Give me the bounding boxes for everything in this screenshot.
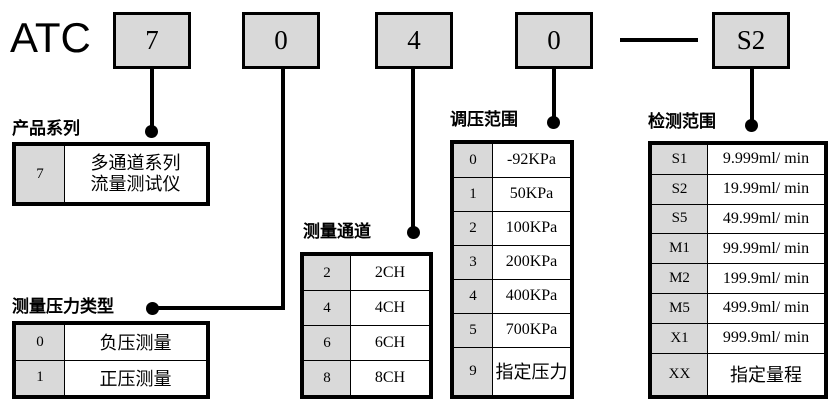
table-row: 9 指定压力 — [453, 346, 571, 397]
cell-desc: 9.999ml/ min — [707, 144, 825, 175]
cell-code: M2 — [651, 263, 708, 294]
cell-code: 7 — [15, 145, 65, 203]
table-channels: 2 2CH 4 4CH 6 6CH 8 8CH — [300, 252, 433, 399]
connector-line-channels — [411, 66, 415, 232]
connector-dot-channels — [407, 226, 420, 239]
cell-code: 1 — [15, 359, 65, 396]
table-row: XX 指定量程 — [651, 352, 825, 397]
table-row: 0 负压测量 — [15, 324, 207, 361]
cell-desc: 19.99ml/ min — [707, 173, 825, 205]
table-row: S2 19.99ml/ min — [651, 173, 825, 205]
cell-code: S1 — [651, 144, 708, 175]
cell-code: M1 — [651, 233, 708, 265]
connector-line-pressure-type-vertical — [281, 66, 285, 310]
cell-desc: 6CH — [350, 325, 430, 361]
table-row: 3 200KPa — [453, 244, 571, 280]
cell-desc: 99.99ml/ min — [707, 233, 825, 265]
table-row: S1 9.999ml/ min — [651, 144, 825, 175]
cell-code: 1 — [453, 176, 493, 212]
cell-desc: 负压测量 — [64, 324, 207, 361]
connector-dot-pressure-range — [547, 116, 560, 129]
caption-detection-range: 检测范围 — [648, 112, 716, 131]
cell-code: 3 — [453, 244, 493, 280]
cell-desc: 正压测量 — [64, 359, 207, 396]
table-row: M1 99.99ml/ min — [651, 233, 825, 265]
connector-dot-series — [145, 125, 158, 138]
connector-line-series — [150, 66, 154, 132]
connector-dot-pressure-type — [146, 302, 159, 315]
table-row: M2 199.9ml/ min — [651, 263, 825, 294]
cell-desc: 50KPa — [492, 176, 571, 212]
code-box-channels: 4 — [375, 12, 453, 69]
table-row: 0 -92KPa — [453, 143, 571, 178]
connector-dot-detection-range — [745, 119, 758, 132]
table-row: 1 正压测量 — [15, 359, 207, 396]
series-desc-line1: 多通道系列 — [90, 153, 181, 173]
table-row: S5 49.99ml/ min — [651, 203, 825, 235]
cell-desc: 多通道系列 流量测试仪 — [64, 145, 207, 203]
table-row: 6 6CH — [303, 325, 430, 361]
cell-code: 4 — [453, 278, 493, 314]
cell-code: X1 — [651, 322, 708, 354]
table-row: 2 100KPa — [453, 210, 571, 246]
cell-code: XX — [651, 352, 708, 397]
cell-code: 2 — [303, 255, 351, 291]
table-row: 1 50KPa — [453, 176, 571, 212]
table-row: 8 8CH — [303, 360, 430, 396]
series-desc-line2: 流量测试仪 — [90, 174, 181, 194]
caption-pressure-type: 测量压力类型 — [12, 297, 114, 316]
connector-line-pressure-type-horizontal — [155, 306, 285, 310]
cell-desc: 200KPa — [492, 244, 571, 280]
code-box-pressure-range: 0 — [515, 12, 593, 69]
cell-desc: 499.9ml/ min — [707, 292, 825, 324]
cell-desc: -92KPa — [492, 143, 571, 178]
cell-desc: 999.9ml/ min — [707, 322, 825, 354]
connector-line-pressure-range — [552, 66, 556, 122]
table-row: 7 多通道系列 流量测试仪 — [15, 145, 207, 203]
cell-desc: 700KPa — [492, 312, 571, 348]
cell-code: M5 — [651, 292, 708, 324]
table-pressure-type: 0 负压测量 1 正压测量 — [12, 321, 210, 399]
table-pressure-range: 0 -92KPa 1 50KPa 2 100KPa 3 200KPa 4 400… — [450, 140, 574, 399]
table-row: 5 700KPa — [453, 312, 571, 348]
cell-code: 5 — [453, 312, 493, 348]
brand-label: ATC — [10, 14, 91, 61]
code-separator-dash — [620, 38, 698, 42]
cell-code: 9 — [453, 346, 493, 397]
cell-desc: 100KPa — [492, 210, 571, 246]
cell-code: S5 — [651, 203, 708, 235]
table-row: 2 2CH — [303, 255, 430, 291]
cell-code: 0 — [453, 143, 493, 178]
cell-desc: 2CH — [350, 255, 430, 291]
cell-desc: 49.99ml/ min — [707, 203, 825, 235]
cell-code: 4 — [303, 290, 351, 326]
cell-desc: 8CH — [350, 360, 430, 396]
code-box-series: 7 — [113, 12, 191, 69]
cell-desc: 400KPa — [492, 278, 571, 314]
table-row: 4 4CH — [303, 290, 430, 326]
cell-desc: 4CH — [350, 290, 430, 326]
table-row: M5 499.9ml/ min — [651, 292, 825, 324]
caption-series: 产品系列 — [12, 119, 80, 138]
caption-channels: 测量通道 — [303, 222, 371, 241]
cell-code: 2 — [453, 210, 493, 246]
table-row: 4 400KPa — [453, 278, 571, 314]
code-box-detection-range: S2 — [712, 12, 790, 69]
table-series: 7 多通道系列 流量测试仪 — [12, 142, 210, 206]
cell-code: 6 — [303, 325, 351, 361]
cell-code: S2 — [651, 173, 708, 205]
table-detection-range: S1 9.999ml/ min S2 19.99ml/ min S5 49.99… — [648, 141, 828, 399]
caption-pressure-range: 调压范围 — [450, 110, 518, 129]
code-box-pressure-type: 0 — [242, 12, 320, 69]
connector-line-detection-range — [750, 66, 754, 124]
cell-code: 0 — [15, 324, 65, 361]
cell-desc: 指定压力 — [492, 346, 571, 397]
cell-code: 8 — [303, 360, 351, 396]
cell-desc: 199.9ml/ min — [707, 263, 825, 294]
table-row: X1 999.9ml/ min — [651, 322, 825, 354]
cell-desc: 指定量程 — [707, 352, 825, 397]
